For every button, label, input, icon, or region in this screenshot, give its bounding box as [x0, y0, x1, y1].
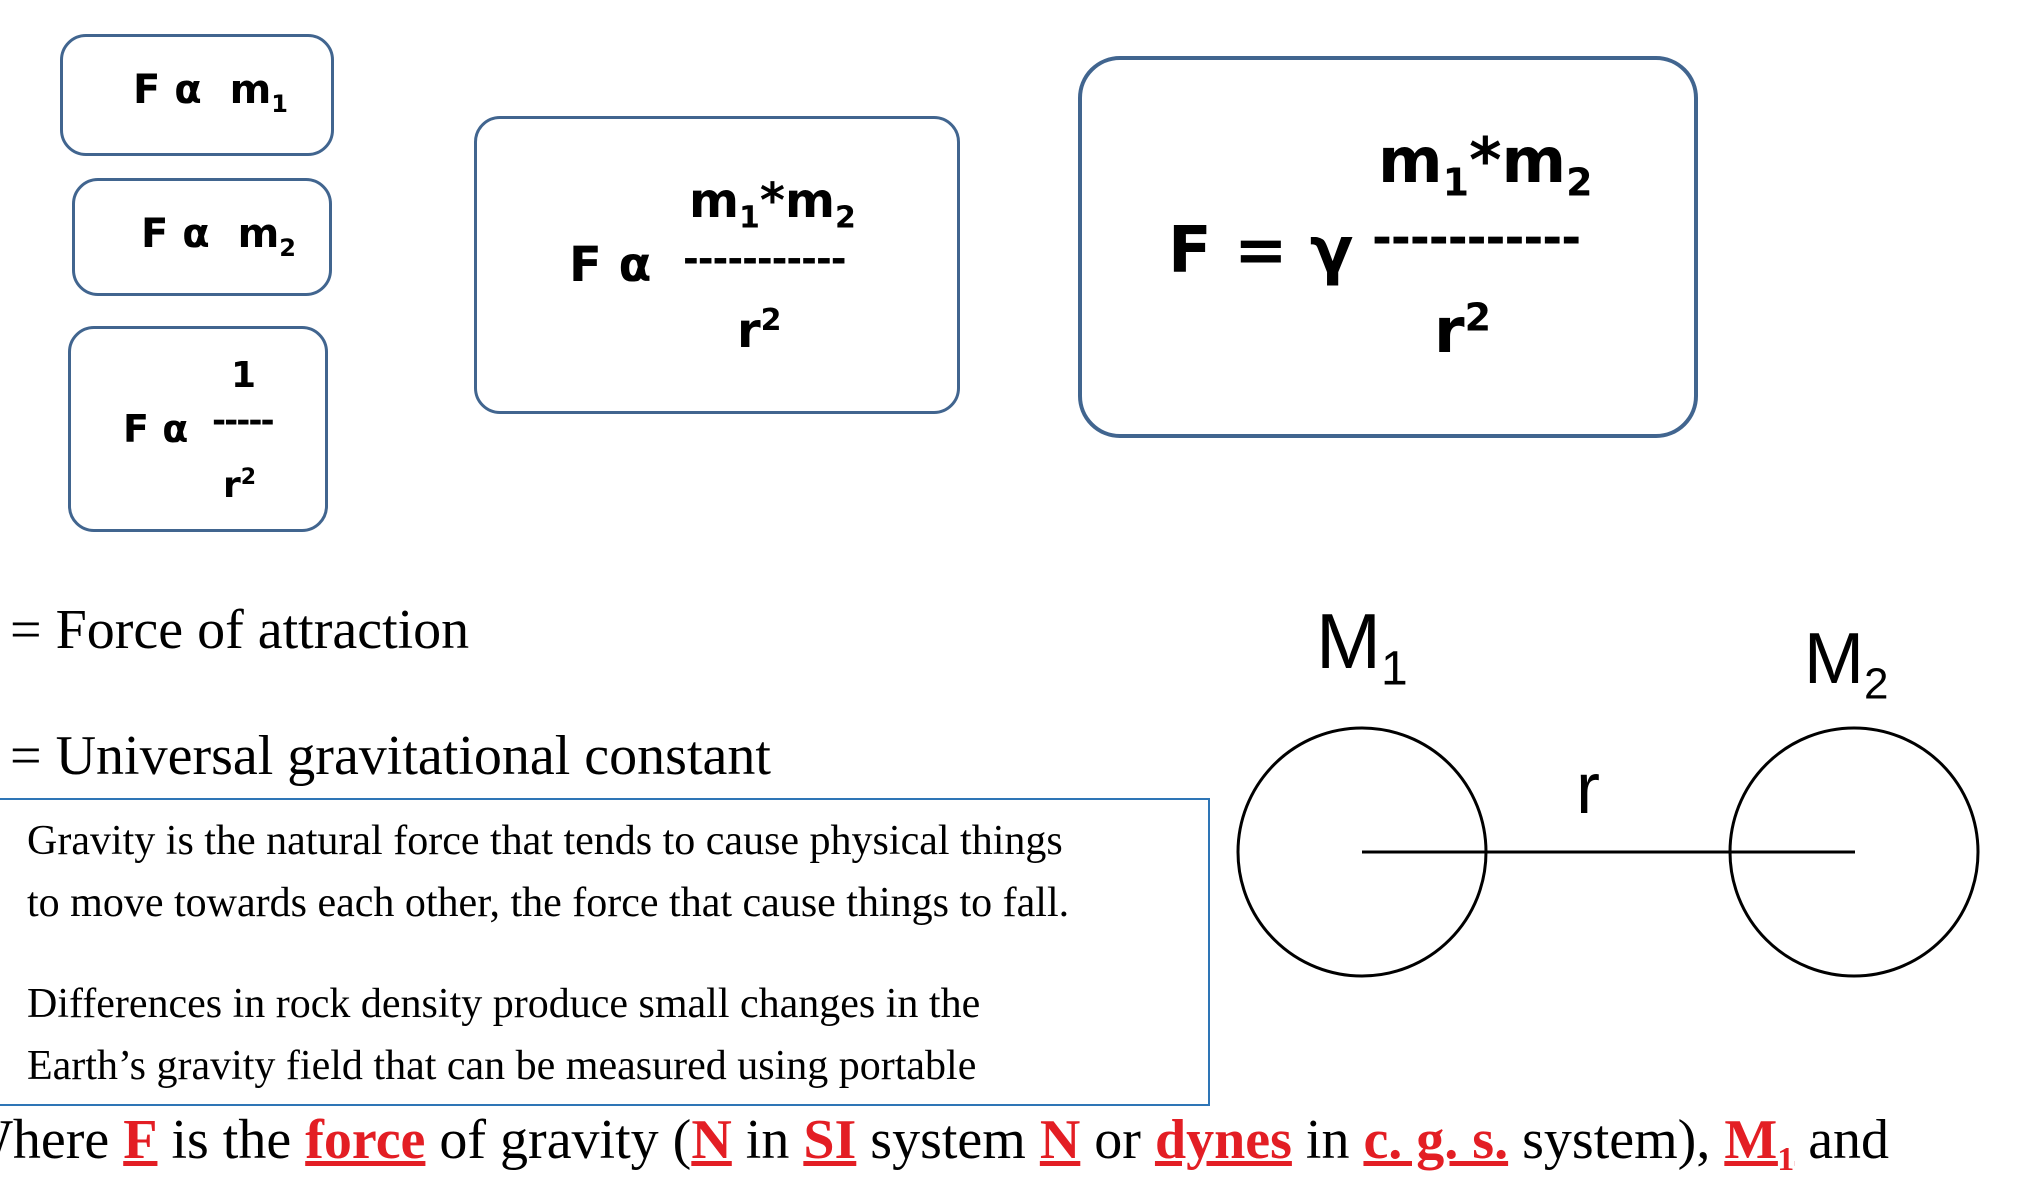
formula-box-f-prop-product: F α m1*m2 ----------- r2 — [474, 116, 960, 414]
distance-label: r — [1576, 749, 1600, 829]
note-line: Gravity is the natural force that tends … — [27, 818, 1063, 864]
distance-symbol: r — [1434, 294, 1465, 367]
formula-lhs: F α — [133, 67, 202, 113]
definition-force: = Force of attraction — [10, 599, 470, 661]
note-line: Differences in rock density produce smal… — [27, 981, 981, 1027]
mass-subscript: 1 — [1442, 160, 1470, 205]
text: in — [1291, 1109, 1364, 1171]
term-dynes: dynes — [1154, 1109, 1292, 1171]
text: system), — [1508, 1109, 1725, 1171]
definition-gravitational-constant: = Universal gravitational constant — [10, 725, 771, 787]
mass-symbol: M — [1724, 1109, 1778, 1171]
mass-subscript: 1 — [1777, 1141, 1795, 1179]
fraction-denominator: r2 — [737, 303, 782, 359]
exponent: 2 — [760, 303, 782, 338]
note-paragraph-2: Differences in rock density produce smal… — [27, 973, 1208, 1097]
text: system — [856, 1109, 1040, 1171]
multiply-sign: * — [1469, 124, 1502, 197]
mass-subscript: 2 — [835, 200, 856, 236]
mass-subscript: 2 — [279, 234, 296, 262]
mass-1-label: M1 — [1316, 596, 1408, 697]
note-paragraph-1: Gravity is the natural force that tends … — [27, 810, 1208, 934]
term-M1: M1 — [1724, 1109, 1794, 1178]
force-equals: F = — [1168, 214, 1288, 288]
text: Where — [0, 1109, 110, 1171]
formula-lhs: F = γ — [1168, 214, 1354, 288]
formula-f-prop-m1: F α m1 — [133, 67, 288, 118]
formula-lhs: F α — [569, 237, 652, 293]
distance-symbol: r — [223, 465, 241, 506]
fraction-bar: ----------- — [1372, 210, 1581, 266]
note-line: Earth’s gravity field that can be measur… — [27, 1043, 977, 1089]
mass-symbol: M — [1804, 619, 1864, 699]
term-N: N — [1039, 1109, 1081, 1171]
distance-symbol: r — [737, 303, 761, 359]
term-N: N — [691, 1109, 732, 1171]
mass-2-label: M2 — [1804, 618, 1888, 709]
term-F: F — [123, 1109, 158, 1171]
term-SI: SI — [803, 1109, 857, 1171]
multiply-sign: * — [759, 173, 785, 229]
mass-symbol: M — [1316, 597, 1381, 685]
formula-lhs: F α — [141, 211, 210, 257]
mass-subscript: 2 — [1863, 659, 1889, 709]
formula-box-f-prop-inverse-r2: F α 1 ----- r2 — [68, 326, 328, 532]
mass-symbol: m — [237, 211, 280, 257]
exponent: 2 — [1464, 295, 1492, 340]
text: or — [1080, 1109, 1155, 1171]
mass-subscript: 1 — [739, 200, 760, 236]
text: and — [1794, 1109, 1890, 1171]
gravitational-constant-symbol: γ — [1309, 214, 1354, 288]
fraction-denominator: r2 — [1434, 294, 1491, 367]
mass-symbol: m — [689, 173, 740, 229]
fraction-bar: ----- — [212, 401, 275, 441]
text: in — [731, 1109, 804, 1171]
text: of gravity ( — [425, 1109, 692, 1171]
gravity-note-box: Gravity is the natural force that tends … — [0, 798, 1210, 1106]
mass-symbol: m — [1378, 124, 1443, 197]
formula-box-f-prop-m2: F α m2 — [72, 178, 332, 296]
note-line: to move towards each other, the force th… — [27, 880, 1070, 926]
formula-box-f-prop-m1: F α m1 — [60, 34, 334, 156]
term-cgs: c. g. s. — [1363, 1109, 1509, 1171]
exponent: 2 — [240, 465, 257, 490]
mass-subscript: 1 — [271, 90, 288, 118]
formula-box-newton-gravitation: F = γ m1*m2 ----------- r2 — [1078, 56, 1698, 438]
fraction-numerator: m1*m2 — [1378, 124, 1593, 204]
mass-symbol: m — [1501, 124, 1567, 197]
mass-symbol: m — [229, 67, 272, 113]
mass-subscript: 1 — [1380, 642, 1408, 696]
formula-f-prop-m2: F α m2 — [141, 211, 296, 262]
text: is the — [157, 1109, 306, 1171]
mass-symbol: m — [785, 173, 836, 229]
fraction-numerator: 1 — [231, 355, 257, 396]
term-force: force — [305, 1109, 426, 1171]
mass-subscript: 2 — [1566, 160, 1593, 205]
fraction-denominator: r2 — [223, 465, 256, 506]
where-explanation-line: Where F is the force of gravity (N in SI… — [0, 1108, 1889, 1179]
fraction-bar: ----------- — [683, 237, 846, 281]
formula-lhs: F α — [123, 407, 189, 451]
fraction-numerator: m1*m2 — [689, 173, 856, 236]
